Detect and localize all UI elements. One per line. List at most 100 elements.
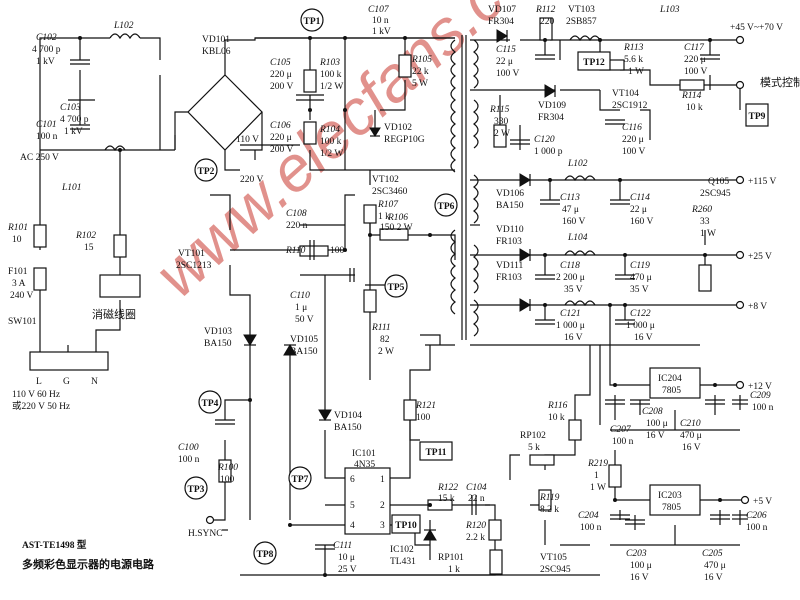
c118-value: 2 200 μ (556, 273, 585, 283)
mains-spec-2: 或220 V 50 Hz (12, 400, 70, 412)
vd110-value: FR103 (496, 237, 522, 247)
vd106-ref: VD106 (496, 189, 524, 199)
c111-value: 10 μ (338, 553, 355, 563)
vd111-value: FR103 (496, 273, 522, 283)
vd102-value: REGP10G (384, 135, 425, 145)
v220-label: 220 V (240, 175, 263, 185)
c209-value: 100 n (752, 403, 774, 413)
c121-rating: 16 V (564, 333, 583, 343)
c203-rating: 16 V (630, 573, 649, 583)
r102-ref: R102 (75, 231, 96, 241)
vt105-value: 2SC945 (540, 565, 571, 575)
c208-ref: C208 (642, 407, 663, 417)
r120-value: 2.2 k (466, 533, 485, 543)
r107-ref: R107 (377, 200, 399, 210)
c204-value: 100 n (580, 523, 602, 533)
tp8-label: TP8 (257, 550, 274, 560)
r103-rating: 1/2 W (320, 82, 343, 92)
r113-rating: 1 W (628, 67, 644, 77)
c205-ref: C205 (702, 549, 723, 559)
r121-ref: R121 (415, 401, 436, 411)
c101-ref: C101 (36, 120, 57, 130)
r114-value: 10 k (686, 103, 703, 113)
r116-value: 10 k (548, 413, 565, 423)
r100-ref: R100 (217, 463, 238, 473)
c113-value: 47 μ (562, 205, 579, 215)
c120-value: 1 000 p (534, 147, 563, 157)
c208-value: 100 μ (646, 419, 668, 429)
c105-rating: 200 V (270, 82, 293, 92)
r113-value: 5.6 k (624, 55, 643, 65)
pin-1: 1 (380, 475, 385, 485)
vd110-ref: VD110 (496, 225, 524, 235)
c117-value: 220 μ (684, 55, 706, 65)
c107-ref: C107 (368, 5, 390, 15)
c206-ref: C206 (746, 511, 767, 521)
r121-value: 100 (416, 413, 431, 423)
pin-6: 6 (350, 475, 355, 485)
ic101-ref: IC101 (352, 449, 376, 459)
r111-ref: R111 (371, 323, 391, 333)
r260-rating: 1 W (700, 229, 716, 239)
q105-value: 2SC945 (700, 189, 731, 199)
r219-value: 1 (594, 471, 599, 481)
c115-value: 22 μ (496, 57, 513, 67)
c203-ref: C203 (626, 549, 647, 559)
c208-rating: 16 V (646, 431, 665, 441)
c107-rating: 1 kV (372, 27, 391, 37)
c105-value: 220 μ (270, 70, 292, 80)
c203-value: 100 μ (630, 561, 652, 571)
component-labels: C102 4 700 p 1 kV L102 C103 4 700 p 1 kV… (7, 5, 774, 583)
l102b-ref: L102 (567, 159, 588, 169)
rp102-value: 5 k (528, 443, 540, 453)
mains-labels: L G N 110 V 60 Hz 或220 V 50 Hz AC 250 V … (8, 135, 263, 412)
vd106-value: BA150 (496, 201, 524, 211)
c108-ref: C108 (286, 209, 307, 219)
c116-rating: 100 V (622, 147, 645, 157)
tp2-label: TP2 (198, 167, 215, 177)
f101-rating: 240 V (10, 291, 33, 301)
c207-value: 100 n (612, 437, 634, 447)
r104-value: 100 k (320, 137, 342, 147)
pin-4: 4 (350, 521, 355, 531)
c103-ref: C103 (60, 103, 81, 113)
r115-ref: R115 (489, 105, 510, 115)
out-115v: +115 V (748, 177, 776, 187)
c106-rating: 200 V (270, 145, 293, 155)
tp9-label: TP9 (749, 112, 766, 122)
vt104-value: 2SC1912 (612, 101, 648, 111)
r122-value: 15 k (438, 494, 455, 504)
hsync-label: H.SYNC (188, 529, 223, 539)
vt101-ref: VT101 (178, 249, 205, 259)
r107-value: 1 k (378, 212, 390, 222)
vd101-ref: VD101 (202, 35, 230, 45)
c102-rating: 1 kV (36, 57, 55, 67)
switch-label: SW101 (8, 317, 37, 327)
r110-ref: R110 (285, 246, 306, 256)
tp10-label: TP10 (395, 521, 417, 531)
r111-value: 82 (380, 335, 390, 345)
c116-ref: C116 (622, 123, 642, 133)
l103-ref: L103 (659, 5, 680, 15)
q105-ref: Q105 (708, 177, 729, 187)
v110-label: 110 V (236, 135, 259, 145)
vt102-value: 2SC3460 (372, 187, 408, 197)
vd103-ref: VD103 (204, 327, 232, 337)
vd103-value: BA150 (204, 339, 232, 349)
output-terminals: +45 V~+70 V 模式控制 +115 V +25 V +8 V +12 V… (188, 23, 800, 539)
c111-ref: C111 (333, 541, 352, 551)
c117-ref: C117 (684, 43, 705, 53)
terminal-l: L (36, 377, 42, 387)
c207-ref: C207 (610, 425, 632, 435)
c114-rating: 160 V (630, 217, 653, 227)
tp11-label: TP11 (425, 448, 446, 458)
r102-value: 15 (84, 243, 94, 253)
r115-rating: 2 W (494, 129, 510, 139)
junction-dots (78, 36, 722, 577)
c111-rating: 25 V (338, 565, 357, 575)
c119-ref: C119 (630, 261, 650, 271)
vd109-value: FR304 (538, 113, 564, 123)
c104-ref: C104 (466, 483, 487, 493)
r114-ref: R114 (681, 91, 702, 101)
c114-ref: C114 (630, 193, 650, 203)
